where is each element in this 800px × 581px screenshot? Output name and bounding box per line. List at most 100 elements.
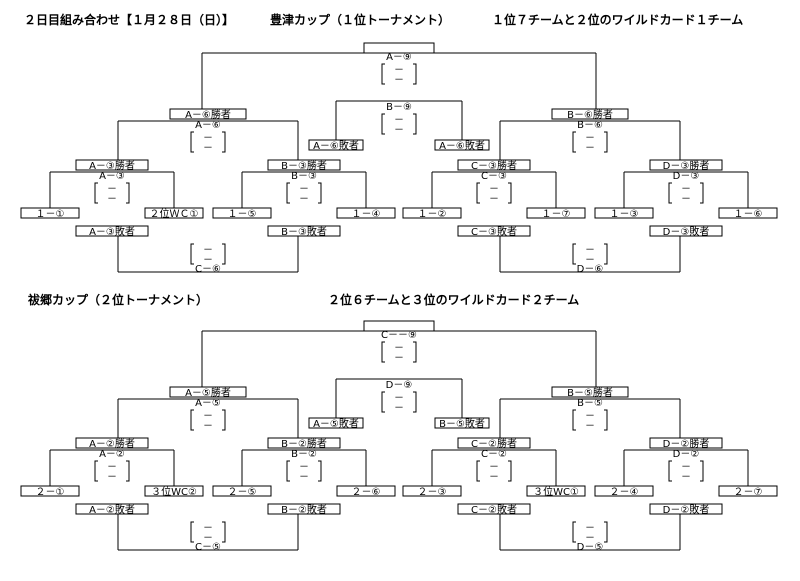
team-label-box (402, 207, 462, 219)
semi-winner-label-box (169, 386, 247, 398)
qf-winner-label-box (75, 437, 149, 449)
team-label: ３位WC② (151, 485, 197, 498)
score-dash-bottom: － (299, 194, 309, 205)
team-label: １－④ (352, 209, 381, 220)
score-dash-top: － (299, 184, 309, 195)
qf-loser-label: C－②敗者 (471, 503, 517, 516)
score-bracket-left (476, 460, 480, 482)
score-bracket-left (381, 63, 385, 85)
score-bracket-right (126, 460, 130, 482)
score-bracket-left (190, 409, 194, 431)
qf-loser-label: A－②敗者 (89, 503, 135, 516)
qf-loser-label-box (649, 503, 723, 515)
team-label: １－③ (610, 209, 639, 220)
score-bracket-right (700, 182, 704, 204)
team-label: ２－⑥ (352, 487, 381, 498)
score-dash-bottom: － (394, 353, 404, 364)
score-dash-top: － (203, 523, 213, 534)
score-bracket-left (476, 182, 480, 204)
qf-winner-label: A－②勝者 (89, 437, 135, 450)
qf-match-label: D－② (673, 449, 700, 460)
semi-loser-label: A－⑥敗者 (439, 139, 485, 152)
qf-match-label: C－③ (481, 171, 507, 182)
score-bracket-left (286, 182, 290, 204)
semi-loser-label: A－⑥敗者 (313, 139, 359, 152)
team-label: ２－⑤ (228, 487, 257, 498)
semi-loser-label-box (308, 139, 364, 151)
qf-winner-label-box (267, 437, 341, 449)
consolation-match-label: C－⑤ (195, 542, 221, 553)
score-bracket-right (222, 131, 226, 153)
qf-winner-label: D－③勝者 (663, 159, 710, 172)
qf-loser-label-box (457, 503, 531, 515)
score-dash-top: － (489, 184, 499, 195)
score-dash-top: － (681, 184, 691, 195)
score-bracket-right (222, 521, 226, 543)
score-dash-top: － (203, 133, 213, 144)
qf-loser-label: B－③敗者 (281, 225, 327, 238)
team-label: ２－③ (418, 487, 447, 498)
team-label: ２－① (36, 487, 65, 498)
qf-winner-label-box (267, 159, 341, 171)
score-bracket-right (604, 409, 608, 431)
score-dash-bottom: － (394, 125, 404, 136)
consolation-match-label: D－⑥ (577, 264, 604, 275)
t1-note: １位７チームと２位のワイルドカード１チーム (492, 13, 744, 27)
score-dash-bottom: － (203, 533, 213, 544)
score-bracket-left (668, 182, 672, 204)
qf-loser-label: C－③敗者 (471, 225, 517, 238)
semi-winner-label-box (551, 108, 629, 120)
qf-match-label: A－② (99, 449, 125, 460)
semi-winner-label: B－⑤勝者 (567, 386, 613, 399)
score-bracket-right (700, 460, 704, 482)
score-bracket-right (318, 460, 322, 482)
score-bracket-right (413, 391, 417, 413)
semi-match-label: A－⑤ (195, 398, 221, 409)
score-dash-bottom: － (203, 143, 213, 154)
t2-title: 祓郷カップ（２位トーナメント） (28, 293, 209, 307)
qf-winner-label: D－②勝者 (663, 437, 710, 450)
t1-title: 豊津カップ（１位トーナメント） (270, 13, 451, 27)
qf-match-label: D－③ (673, 171, 700, 182)
semi-winner-label-box (169, 108, 247, 120)
score-bracket-right (413, 63, 417, 85)
score-bracket-right (222, 409, 226, 431)
score-bracket-left (94, 182, 98, 204)
score-bracket-left (190, 243, 194, 265)
score-bracket-right (222, 243, 226, 265)
team-label-box (718, 207, 778, 219)
team-label-box (594, 207, 654, 219)
qf-loser-label-box (267, 503, 341, 515)
qf-winner-label-box (649, 159, 723, 171)
qf-loser-label-box (75, 503, 149, 515)
team-label-box (402, 485, 462, 497)
semi-loser-label: B－⑤敗者 (439, 417, 485, 430)
team-label-box (336, 207, 396, 219)
score-dash-top: － (585, 411, 595, 422)
semi-loser-label-box (434, 417, 490, 429)
qf-winner-label: B－③勝者 (281, 159, 327, 172)
score-dash-bottom: － (489, 472, 499, 483)
score-dash-top: － (681, 462, 691, 473)
qf-winner-label-box (75, 159, 149, 171)
score-bracket-right (604, 521, 608, 543)
qf-match-label: A－③ (99, 171, 125, 182)
score-dash-top: － (203, 245, 213, 256)
score-dash-top: － (585, 523, 595, 534)
qf-loser-label-box (267, 225, 341, 237)
team-label: ２－⑦ (734, 487, 763, 498)
date-title: ２日目組み合わせ【１月２８日（日）】 (24, 13, 235, 27)
qf-loser-label: D－②敗者 (663, 503, 710, 516)
qf-loser-label: D－③敗者 (663, 225, 710, 238)
qf-winner-label-box (457, 159, 531, 171)
semi-match-label: B－⑥ (577, 120, 603, 131)
score-bracket-left (572, 243, 576, 265)
score-bracket-right (413, 113, 417, 135)
semi-winner-label: B－⑥勝者 (567, 108, 613, 121)
score-dash-top: － (394, 65, 404, 76)
team-label-box (144, 207, 204, 219)
semi-match-label: A－⑥ (195, 120, 221, 131)
score-bracket-right (508, 460, 512, 482)
t2-note: ２位６チームと３位のワイルドカード２チーム (328, 293, 580, 307)
qf-winner-label: A－③勝者 (89, 159, 135, 172)
